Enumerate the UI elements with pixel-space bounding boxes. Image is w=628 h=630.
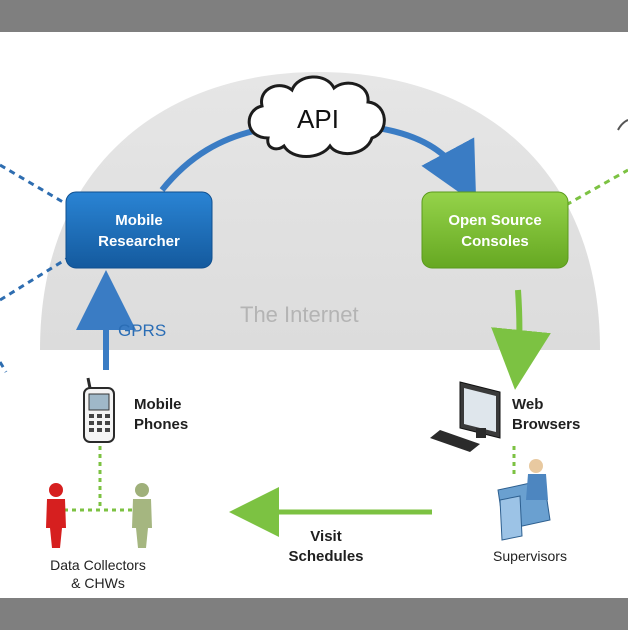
visit-schedules-line2: Schedules [288, 548, 363, 565]
mobile-researcher-line1: Mobile [115, 212, 163, 229]
mobile-phone-icon [83, 377, 115, 443]
web-browsers-line2: Browsers [512, 416, 580, 433]
mobile-researcher-node: Mobile Researcher [65, 191, 213, 269]
consoles-to-browsers-arrow [491, 289, 551, 390]
consoles-line1: Open Source [448, 212, 541, 229]
supervisors-label: Supervisors [493, 548, 567, 564]
mobile-phones-line2: Phones [134, 416, 188, 433]
mobile-researcher-line2: Researcher [98, 233, 180, 250]
data-collectors-line1: Data Collectors [50, 557, 146, 573]
bottom-frame-bar [0, 598, 628, 630]
data-collectors-line2: & CHWs [71, 575, 125, 591]
diagram-svg: API Mobile Researcher Open Source Consol… [0, 72, 628, 591]
person-green-icon [132, 483, 152, 548]
right-dashed-connectors [565, 119, 628, 207]
web-browsers-line1: Web [512, 396, 543, 413]
collectors-connector [64, 446, 136, 512]
left-dashed-connectors [0, 163, 69, 373]
arrow-researcher-to-api [159, 127, 259, 192]
visit-schedules-line1: Visit [310, 528, 341, 545]
gprs-label: GPRS [118, 321, 166, 340]
supervisor-icon [497, 459, 551, 541]
internet-label: The Internet [240, 302, 359, 327]
consoles-line2: Consoles [461, 233, 529, 250]
cloud-icon [247, 75, 386, 158]
computer-icon [430, 381, 501, 452]
api-label: API [297, 104, 339, 134]
person-red-icon [46, 483, 66, 548]
mobile-phones-line1: Mobile [134, 396, 182, 413]
open-source-consoles-node: Open Source Consoles [421, 191, 569, 269]
arrow-api-to-consoles [377, 125, 477, 205]
top-frame-bar [0, 0, 628, 32]
